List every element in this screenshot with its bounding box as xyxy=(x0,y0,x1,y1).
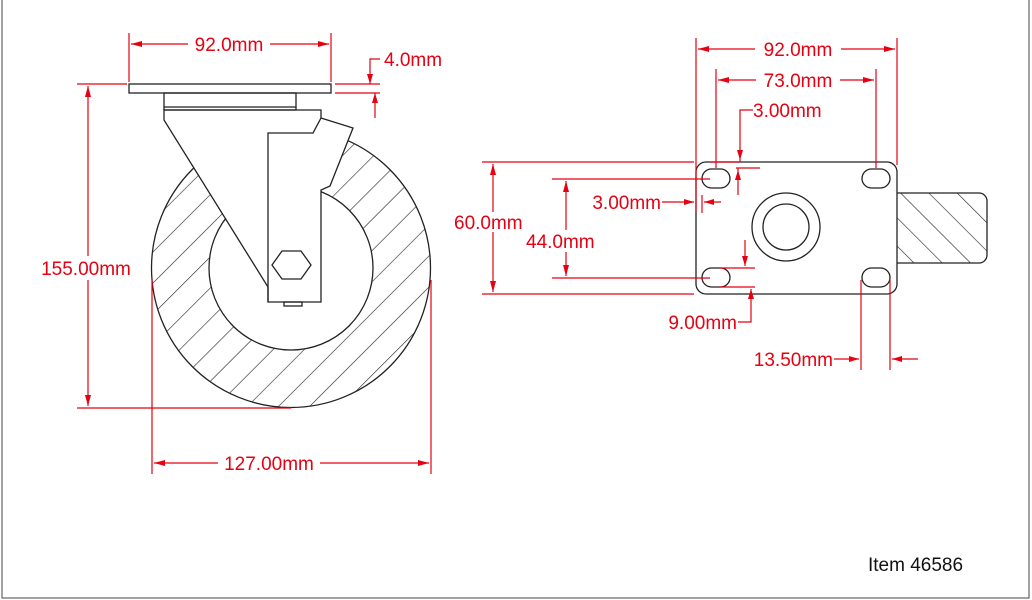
top-plate-width-label: 92.0mm xyxy=(764,40,833,61)
kingpin-inner xyxy=(762,203,810,251)
top-view: 92.0mm 73.0mm 3.00mm 3.00mm 60.0mm 44.0m… xyxy=(454,38,988,371)
mounting-slot xyxy=(861,267,891,288)
fork xyxy=(163,109,354,303)
kingpin-outer xyxy=(751,192,821,262)
slot-length-label: 13.50mm xyxy=(754,350,833,371)
mounting-slot xyxy=(861,168,891,189)
item-number: Item 46586 xyxy=(868,555,963,576)
swivel-block xyxy=(163,92,297,111)
hole-spacing-length-label: 44.0mm xyxy=(526,232,595,253)
slot-width-label: 9.00mm xyxy=(668,313,737,334)
overall-height-label: 155.00mm xyxy=(41,259,131,280)
side-plate-width-label: 92.0mm xyxy=(195,35,264,56)
plate-thickness-label: 4.0mm xyxy=(384,50,442,71)
axle-nut-icon xyxy=(271,250,312,280)
slot-offset-top-label: 3.00mm xyxy=(753,101,822,122)
wheel-diameter-label: 127.00mm xyxy=(224,454,314,475)
plate-length-label: 60.0mm xyxy=(454,213,523,234)
side-view: 92.0mm 4.0mm 155.00mm 127.00mm xyxy=(34,33,442,475)
slot-offset-side-label: 3.00mm xyxy=(592,193,661,214)
top-plate xyxy=(128,83,332,94)
hole-spacing-width-label: 73.0mm xyxy=(764,71,833,92)
mounting-plate xyxy=(695,161,898,295)
